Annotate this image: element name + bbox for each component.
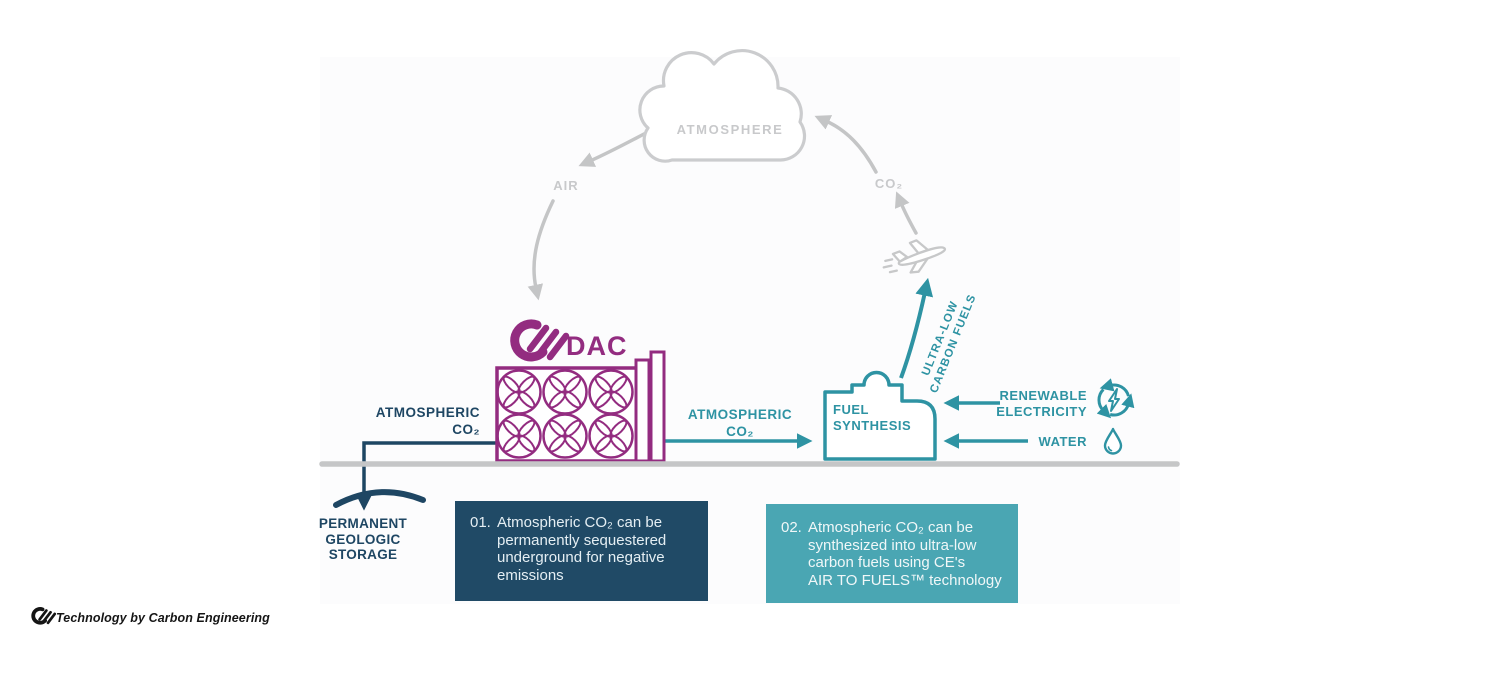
fan-icon <box>542 413 588 459</box>
callout-02-line: AIR TO FUELS™ technology <box>808 571 1002 589</box>
dac-title: DAC <box>566 331 628 361</box>
callout-01: 01. Atmospheric CO₂ can be permanently s… <box>455 501 708 601</box>
fuel-synthesis-line2: SYNTHESIS <box>833 418 912 433</box>
air-to-dac-arrow <box>527 199 555 301</box>
atmospheric-co2-mid-line2: CO₂ <box>726 424 754 439</box>
fan-icon <box>588 369 634 415</box>
storage-line2: GEOLOGIC <box>325 531 401 547</box>
callout-01-line: emissions <box>497 566 564 584</box>
cycle-arrows <box>527 115 918 301</box>
dac-facility <box>495 350 666 463</box>
fan-icon <box>496 413 542 459</box>
renewable-line1: RENEWABLE <box>999 388 1087 403</box>
callout-01-line: Atmospheric CO₂ can be <box>497 514 663 531</box>
cloud-to-air-arrow <box>578 132 646 167</box>
atmospheric-co2-mid-label: ATMOSPHERIC CO₂ <box>678 406 802 440</box>
atmospheric-co2-mid-line1: ATMOSPHERIC <box>687 407 793 422</box>
airplane-icon <box>882 239 947 274</box>
storage-line1: PERMANENT <box>318 516 408 531</box>
callout-02-line: synthesized into ultra-low <box>808 536 977 554</box>
callout-02-line: Atmospheric CO₂ can be <box>808 519 974 536</box>
renewable-line2: ELECTRICITY <box>996 403 1087 419</box>
permanent-geologic-storage-label: PERMANENT GEOLOGIC STORAGE <box>312 516 414 563</box>
dac-logo-icon <box>510 319 570 362</box>
cloud-icon <box>638 49 807 163</box>
renewable-electricity-label: RENEWABLE ELECTRICITY <box>985 388 1087 419</box>
fuel-synthesis-line1: FUEL <box>833 402 869 417</box>
atmospheric-co2-left-line2: CO₂ <box>452 422 480 437</box>
callout-01-line: underground for negative <box>497 549 665 566</box>
atmospheric-co2-left-line1: ATMOSPHERIC <box>375 405 480 420</box>
footer-logo-icon <box>31 607 57 625</box>
storage-cap-arc <box>333 489 426 508</box>
dac-chimney <box>649 350 666 463</box>
co2-cycle-label: CO₂ <box>874 176 904 191</box>
storage-line3: STORAGE <box>328 547 398 562</box>
fan-icon <box>588 413 634 459</box>
atmosphere-label: ATMOSPHERE <box>676 122 784 137</box>
callout-01-number: 01. <box>470 514 491 531</box>
dac-chimney <box>634 358 651 463</box>
callout-02-number: 02. <box>781 519 802 536</box>
water-droplet-icon <box>1103 427 1123 455</box>
renewable-electricity-icon <box>1096 378 1135 419</box>
callout-02-line: carbon fuels using CE's <box>808 554 966 571</box>
fuel-synthesis-box <box>823 370 937 461</box>
water-label: WATER <box>1038 434 1087 449</box>
co2-to-cloud-arrow <box>814 115 878 174</box>
atmospheric-co2-left-label: ATMOSPHERIC CO₂ <box>358 404 480 438</box>
storage-arrow <box>356 441 500 511</box>
fuel-synthesis-label: FUEL SYNTHESIS <box>833 402 943 434</box>
callout-01-line: permanently sequestered <box>497 531 667 549</box>
callout-02: 02. Atmospheric CO₂ can be synthesized i… <box>766 504 1018 603</box>
ultra-low-carbon-fuels-arrow <box>899 277 934 379</box>
air-label: AIR <box>553 178 579 193</box>
footer-credit: Technology by Carbon Engineering <box>56 611 270 625</box>
lightning-bolt-icon <box>1108 388 1120 412</box>
plane-to-co2-arrow <box>894 191 918 235</box>
